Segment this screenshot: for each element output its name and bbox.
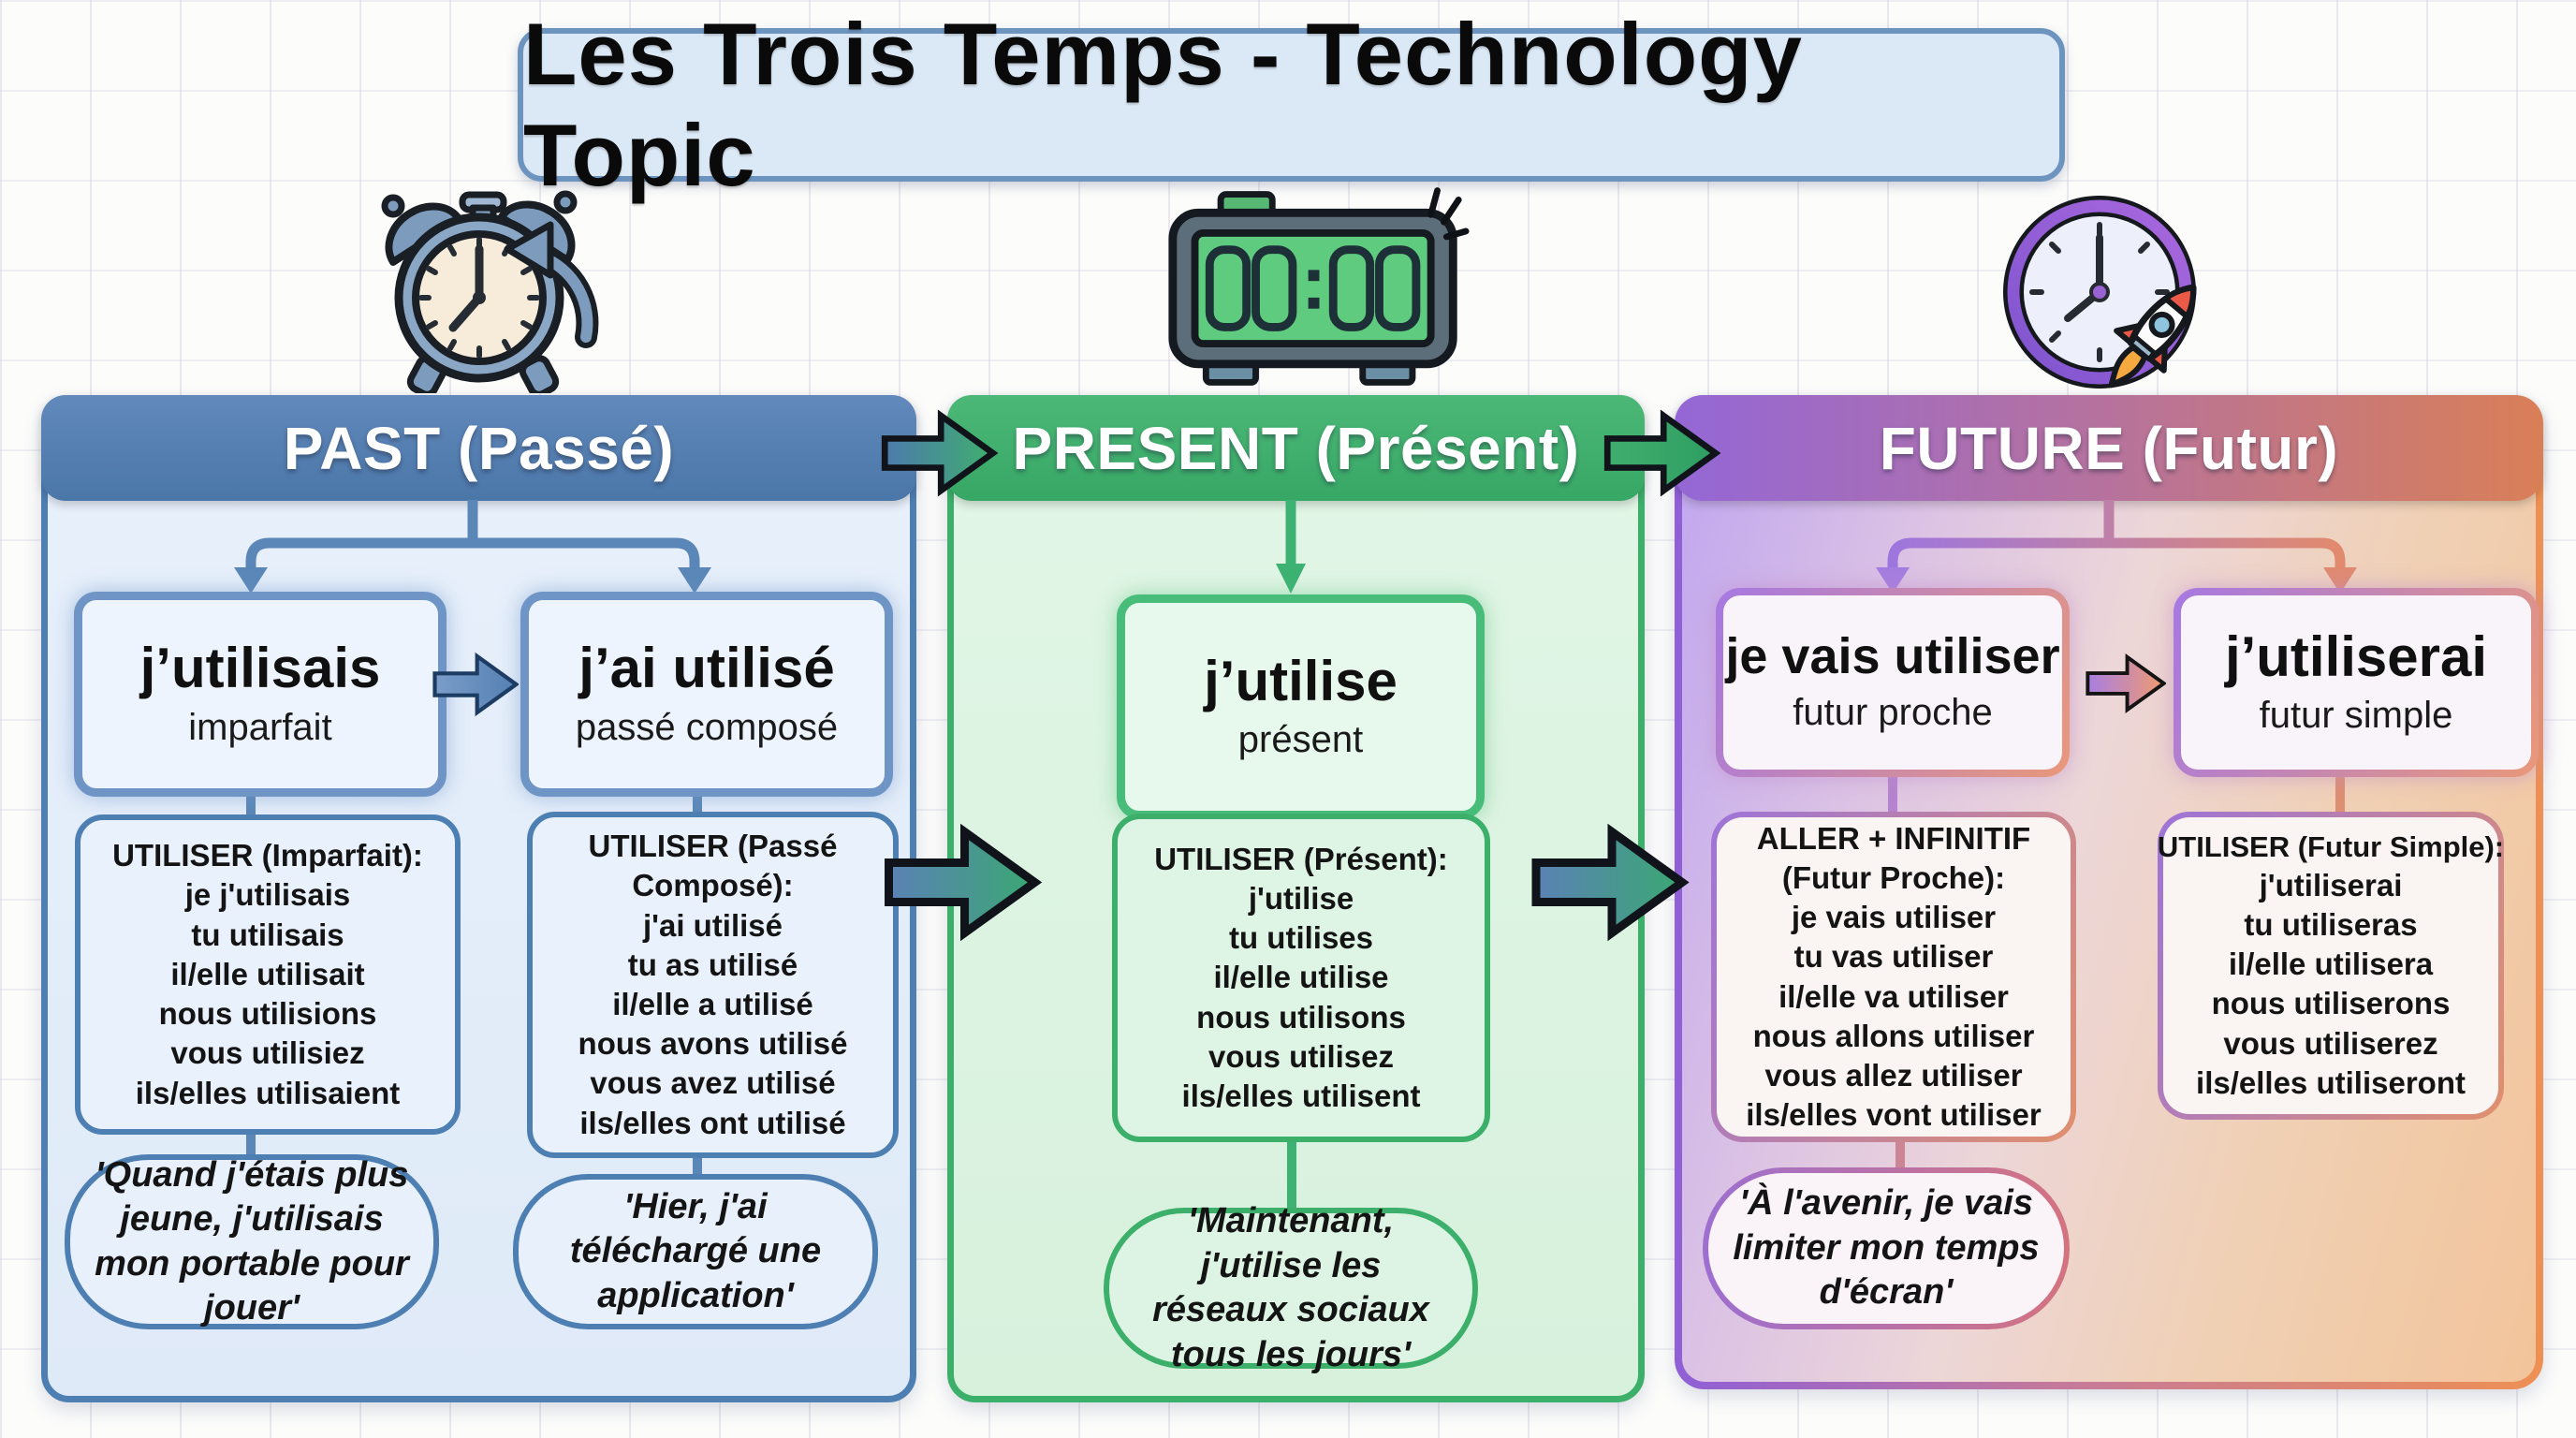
conjugation-line: ils/elles vont utiliser	[1746, 1097, 2042, 1133]
conjugation-line: ils/elles ont utilisé	[579, 1105, 846, 1140]
future-header-label: FUTURE (Futur)	[1879, 414, 2339, 482]
conjugation-title: ALLER + INFINITIF (Futur Proche):	[1756, 820, 2031, 895]
conjugation-line: tu utiliseras	[2244, 906, 2418, 942]
conjugation-line: vous utilisiez	[170, 1035, 365, 1071]
past-imparfait-example: 'Quand j'étais plus jeune, j'utilisais m…	[65, 1154, 439, 1329]
example-text: 'Hier, j'ai téléchargé une application'	[569, 1186, 822, 1315]
page-title: Les Trois Temps - Technology Topic	[523, 5, 1803, 204]
conjugation-line: je j'utilisais	[184, 877, 351, 913]
arrow-past-conj-to-present-icon	[885, 823, 1043, 942]
conjugation-line: tu vas utiliser	[1793, 939, 1994, 975]
present-connector	[1276, 500, 1306, 594]
conjugation-line: vous avez utilisé	[590, 1065, 836, 1101]
connector-line	[1287, 1120, 1296, 1208]
conjugation-title: UTILISER (Futur Simple):	[2157, 829, 2505, 863]
conjugation-line: je vais utiliser	[1791, 900, 1997, 935]
conjugation-line: vous utilisez	[1208, 1038, 1395, 1074]
connector-line	[1888, 776, 1897, 812]
present-header: PRESENT (Présent)	[947, 395, 1645, 501]
future-header: FUTURE (Futur)	[1675, 395, 2543, 501]
example-text: 'À l'avenir, je vais limiter mon temps d…	[1733, 1183, 2040, 1313]
future-proche-tense: futur proche	[1793, 692, 1993, 734]
conjugation-line: ils/elles utiliseront	[2196, 1064, 2466, 1100]
future-example: 'À l'avenir, je vais limiter mon temps d…	[1703, 1167, 2070, 1329]
conjugation-line: ils/elles utilisaient	[135, 1075, 401, 1110]
conjugation-title: UTILISER (Présent):	[1154, 841, 1448, 876]
conjugation-line: nous allons utiliser	[1752, 1018, 2035, 1053]
past-passecompose-example: 'Hier, j'ai téléchargé une application'	[513, 1174, 878, 1329]
future-simple-box: j’utiliserai futur simple	[2174, 588, 2539, 777]
future-simple-tense: futur simple	[2259, 695, 2453, 737]
past-imparfait-conjugation: UTILISER (Imparfait): je j'utilisais tu …	[75, 814, 461, 1135]
future-branch-connector	[1876, 500, 2357, 594]
conjugation-title: UTILISER (Imparfait):	[112, 838, 423, 873]
past-imparfait-verb: j’utilisais	[139, 637, 381, 700]
conjugation-line: nous utilisions	[158, 996, 377, 1032]
future-proche-verb: je vais utiliser	[1725, 627, 2060, 684]
present-tense: présent	[1237, 719, 1364, 761]
arrow-proche-to-simple-icon	[2086, 653, 2166, 713]
past-header: PAST (Passé)	[41, 395, 916, 501]
arrow-imparfait-to-passecompose-icon	[432, 652, 519, 717]
conjugation-line: j'utilise	[1248, 880, 1354, 916]
conjugation-line: vous allez utiliser	[1764, 1057, 2023, 1093]
future-proche-conjugation: ALLER + INFINITIF (Futur Proche): je vai…	[1711, 812, 2076, 1142]
clock-rocket-icon	[2003, 196, 2197, 389]
example-text: 'Quand j'étais plus jeune, j'utilisais m…	[95, 1154, 409, 1328]
past-header-label: PAST (Passé)	[283, 414, 675, 482]
conjugation-line: il/elle utilise	[1213, 960, 1389, 995]
arrow-present-conj-to-future-icon	[1531, 823, 1690, 942]
conjugation-line: vous utiliserez	[2223, 1025, 2438, 1061]
connector-line	[2335, 776, 2345, 812]
conjugation-line: il/elle utilisait	[170, 956, 365, 991]
past-passecompose-box: j’ai utilisé passé composé	[520, 592, 893, 797]
conjugation-line: il/elle va utiliser	[1778, 978, 2009, 1014]
alarm-clock-rewind-icon	[381, 190, 599, 393]
present-verb: j’utilise	[1204, 649, 1398, 712]
past-imparfait-box: j’utilisais imparfait	[74, 592, 446, 797]
present-header-label: PRESENT (Présent)	[1012, 414, 1580, 482]
past-branch-connector	[234, 500, 711, 594]
past-passecompose-conjugation: UTILISER (Passé Composé): j'ai utilisé t…	[527, 812, 899, 1158]
past-imparfait-tense: imparfait	[188, 706, 332, 748]
conjugation-line: j'ai utilisé	[642, 907, 783, 943]
past-passecompose-verb: j’ai utilisé	[578, 637, 835, 700]
future-proche-box: je vais utiliser futur proche	[1716, 588, 2070, 777]
connector-line	[1895, 1131, 1905, 1167]
conjugation-title: UTILISER (Passé Composé):	[588, 829, 838, 903]
title-box: Les Trois Temps - Technology Topic	[518, 5, 2065, 204]
conjugation-line: nous utiliserons	[2211, 986, 2451, 1021]
conjugation-line: tu as utilisé	[627, 946, 798, 982]
conjugation-line: nous utilisons	[1196, 999, 1406, 1034]
example-text: 'Maintenant, j'utilise les réseaux socia…	[1152, 1201, 1429, 1374]
present-box: j’utilise présent	[1117, 594, 1485, 819]
past-passecompose-tense: passé composé	[575, 706, 839, 748]
conjugation-line: tu utilises	[1228, 920, 1374, 956]
conjugation-line: il/elle utilisera	[2228, 946, 2434, 982]
present-example: 'Maintenant, j'utilise les réseaux socia…	[1104, 1201, 1478, 1374]
conjugation-line: j'utiliserai	[2259, 867, 2403, 902]
digital-clock-icon	[1168, 187, 1470, 386]
connector-line	[246, 780, 256, 814]
future-simple-verb: j’utiliserai	[2224, 624, 2488, 688]
conjugation-line: il/elle a utilisé	[612, 987, 813, 1021]
future-simple-conjugation: UTILISER (Futur Simple): j'utiliserai tu…	[2158, 812, 2504, 1120]
arrow-present-to-future-icon	[1603, 409, 1721, 497]
conjugation-line: nous avons utilisé	[578, 1026, 848, 1062]
conjugation-line: tu utilisais	[191, 917, 344, 952]
present-conjugation: UTILISER (Présent): j'utilise tu utilise…	[1112, 814, 1490, 1142]
arrow-past-to-present-icon	[881, 409, 999, 497]
conjugation-line: ils/elles utilisent	[1181, 1078, 1421, 1114]
